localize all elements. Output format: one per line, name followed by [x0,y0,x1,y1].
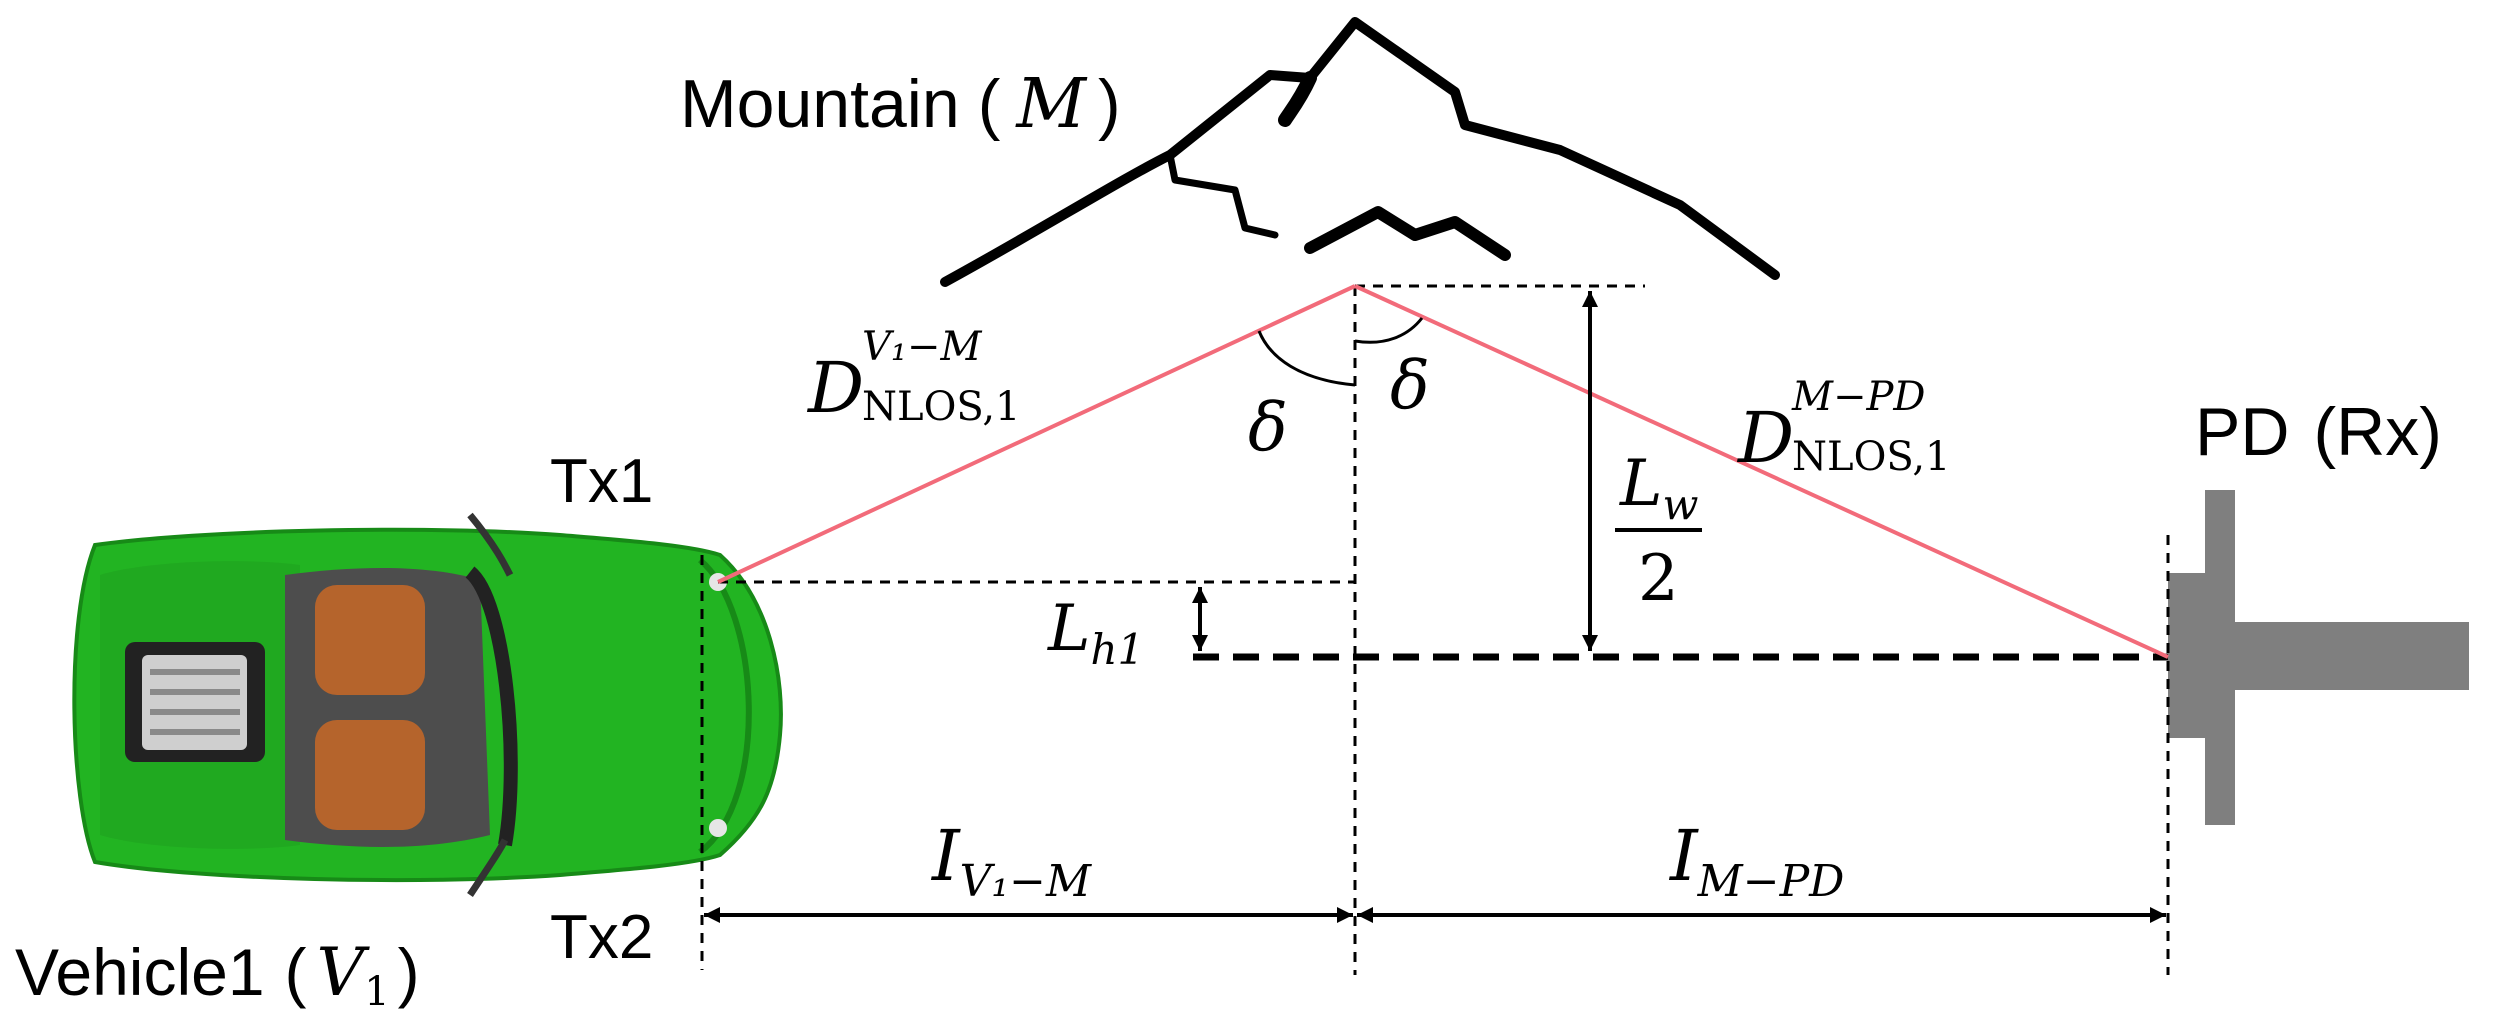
delta-right-label: δ [1390,347,1430,424]
tx2-label: Tx2 [550,903,653,972]
lh1-label: Lh1 [1047,592,1144,674]
pd-receiver-icon [2168,490,2469,825]
mountain-icon [940,17,1780,287]
d-nlos-left-superscript: V₁−M [862,324,982,370]
mountain-label: Mountain(M) [680,65,1121,144]
guide-lines [700,284,2170,975]
vehicle1-label: Vehicle1(V1) [15,934,420,1015]
lw-numerator-label: Lw [1619,447,1699,529]
ray-vehicle-to-mountain [717,284,1356,584]
seat-left [315,585,425,695]
i-v1-m-label: IV₁−M [930,815,1092,907]
d-nlos-left-subscript: NLOS,1 [862,384,1021,430]
delta-left-label: δ [1248,389,1288,466]
angle-arcs [1257,317,1424,387]
windshield [465,566,518,847]
i-m-pd-label: IM−PD [1668,815,1844,907]
delta-arc-left [1257,330,1356,387]
nlos-rays [717,284,2169,659]
seat-right [315,720,425,830]
d-nlos-right-superscript: M−PD [1791,374,1925,420]
delta-arc-right [1354,317,1424,344]
tx1-label: Tx1 [550,447,653,516]
d-nlos-right-main: D [1736,397,1794,479]
ray-mountain-to-pd [1354,284,2169,659]
dimension-arrows [704,291,2166,923]
lw-denominator-label: 2 [1638,542,1679,616]
vehicle1-car-icon [72,512,783,897]
d-nlos-left-main: D [806,347,864,429]
d-nlos-right-subscript: NLOS,1 [1792,434,1951,480]
pd-rx-label: PD(Rx) [2195,394,2442,470]
tx2-headlight [709,819,727,837]
